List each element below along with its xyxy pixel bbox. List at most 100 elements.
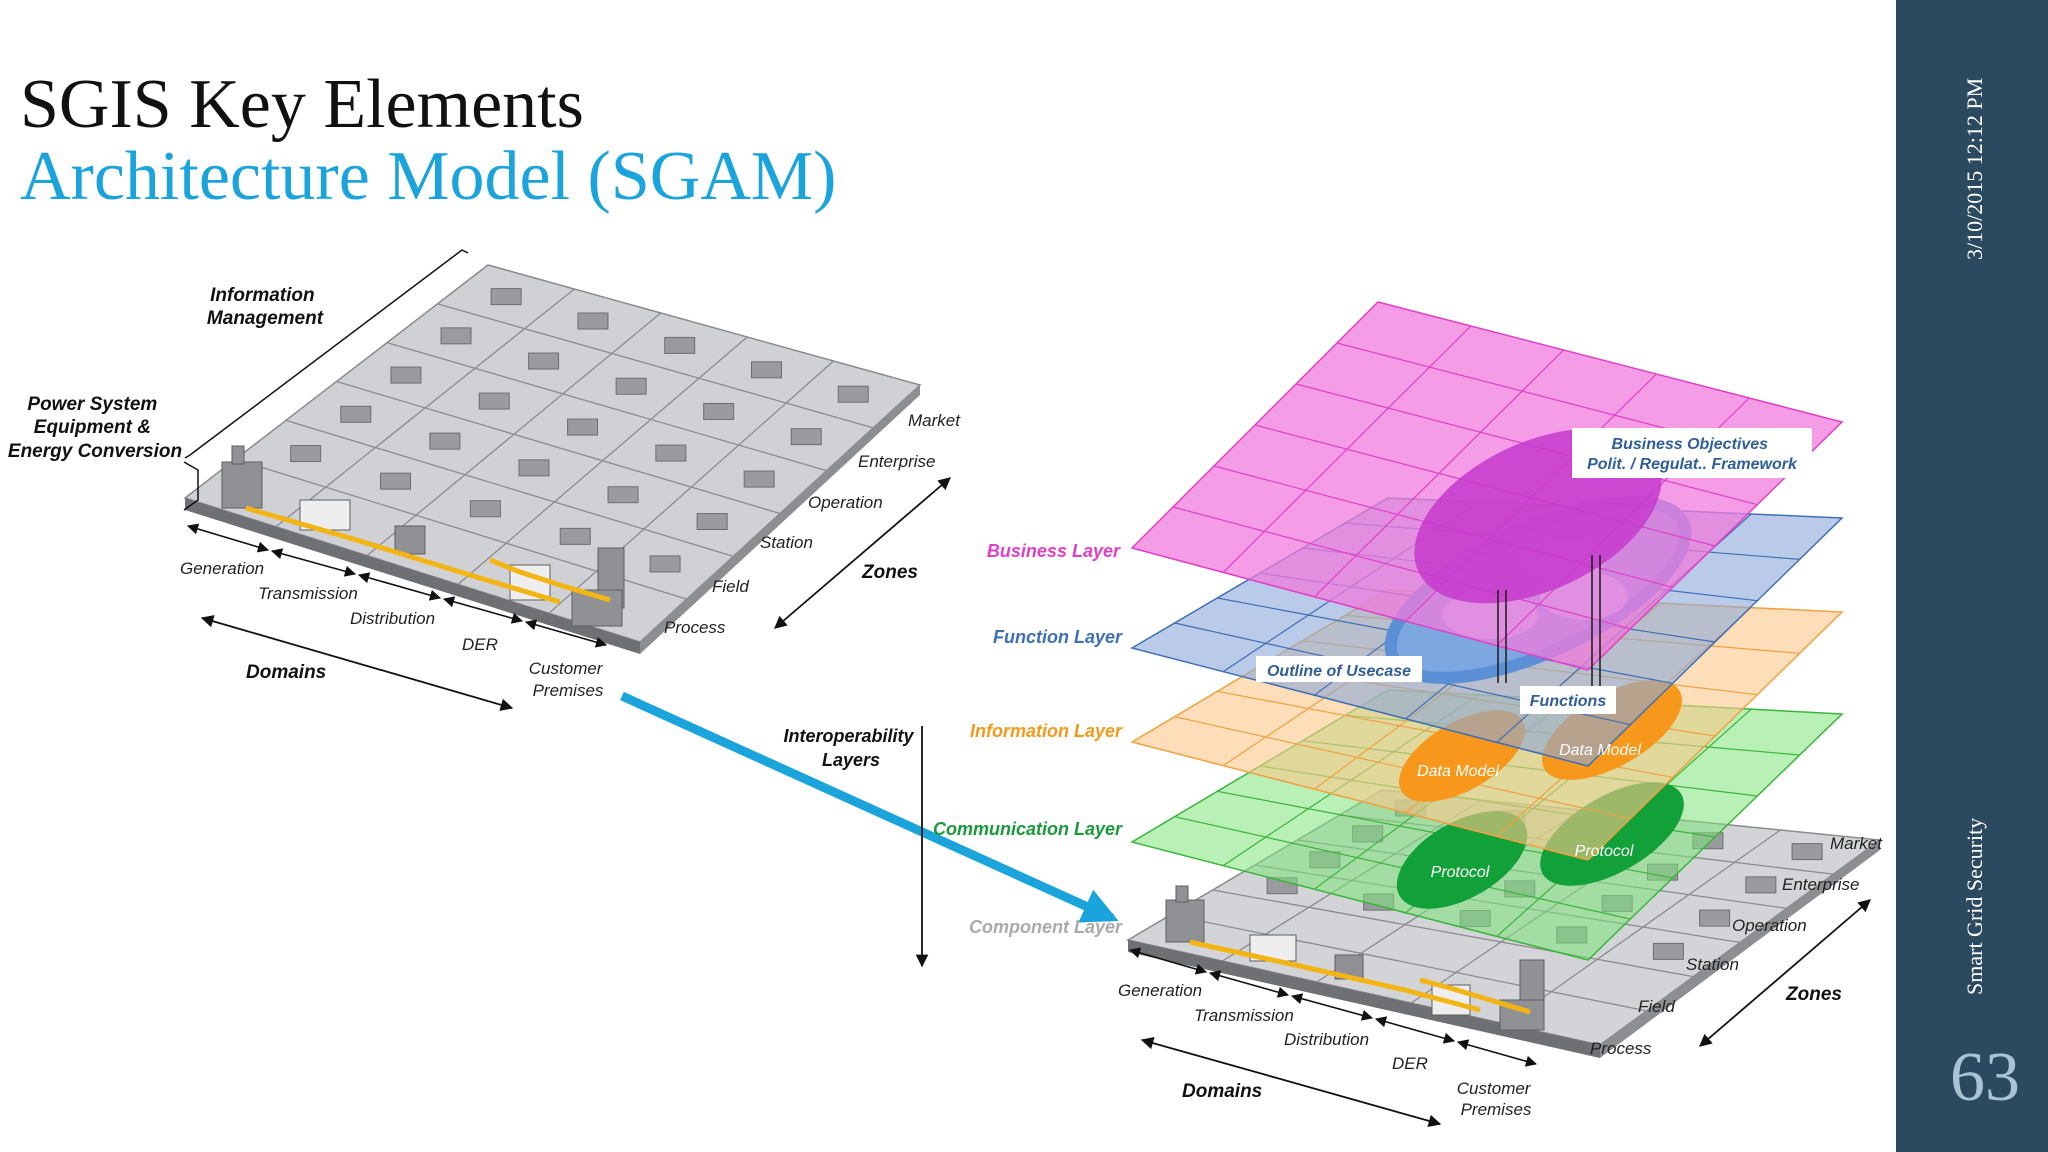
right-power-lines bbox=[1189, 939, 1531, 1015]
interoperability-layers-label: Interoperability Layers bbox=[783, 726, 918, 770]
protocol-label-1: Protocol bbox=[1431, 864, 1490, 881]
left-zone-operation: Operation bbox=[808, 493, 883, 512]
right-domain-arrow-3 bbox=[1290, 993, 1374, 1021]
power-equipment-bracket bbox=[183, 461, 199, 511]
grid-line bbox=[1170, 914, 1647, 1012]
page-number: 63 bbox=[1950, 1039, 2020, 1116]
device-block bbox=[649, 555, 681, 573]
right-domain-arrow-1 bbox=[1128, 947, 1208, 975]
left-power-lines bbox=[245, 505, 611, 605]
device-block bbox=[655, 444, 687, 462]
slide-sidebar bbox=[1896, 0, 2048, 1152]
right-domain-generation: Generation bbox=[1118, 981, 1202, 1000]
left-zone-enterprise: Enterprise bbox=[858, 452, 935, 471]
left-domain-distribution: Distribution bbox=[350, 609, 435, 628]
left-info-mgmt-label: Information Management bbox=[207, 285, 324, 329]
right-domain-customer-premises: Customer Premises bbox=[1457, 1079, 1535, 1119]
device-block bbox=[577, 312, 609, 330]
device-block bbox=[380, 472, 412, 490]
device-block bbox=[607, 486, 639, 504]
device-block bbox=[696, 513, 728, 531]
component-layer-label: Component Layer bbox=[969, 917, 1123, 937]
device-block bbox=[469, 500, 501, 518]
left-zones-arrow bbox=[774, 477, 951, 629]
right-domain-der: DER bbox=[1392, 1054, 1428, 1073]
grid-line bbox=[386, 342, 827, 472]
outline-usecase-label: Outline of Usecase bbox=[1267, 663, 1411, 680]
data-model-label-2: Data Model bbox=[1559, 742, 1641, 759]
left-device-blocks bbox=[290, 288, 869, 573]
left-power-system-label: Power System Equipment & Energy Conversi… bbox=[8, 394, 182, 462]
left-zone-station: Station bbox=[760, 533, 813, 552]
sgam-diagram: Information Management Power System Equi… bbox=[8, 249, 1883, 1127]
device-block bbox=[559, 527, 591, 545]
sidebar-date: 3/10/2015 12:12 PM bbox=[1962, 77, 1987, 260]
device-block bbox=[1699, 909, 1731, 927]
device-block bbox=[518, 459, 550, 477]
right-zones-arrow bbox=[1699, 899, 1871, 1047]
protocol-label-2: Protocol bbox=[1575, 843, 1634, 860]
grid-line bbox=[336, 380, 781, 515]
device-block bbox=[703, 402, 735, 420]
device-block bbox=[790, 428, 822, 446]
left-domain-arrow-1 bbox=[186, 523, 270, 553]
right-zone-market: Market bbox=[1830, 834, 1883, 853]
business-layer-label: Business Layer bbox=[987, 541, 1121, 561]
device-block bbox=[1745, 876, 1777, 894]
slide-subtitle: Architecture Model (SGAM) bbox=[20, 138, 837, 215]
device-block bbox=[567, 418, 599, 436]
information-management-bracket bbox=[184, 249, 469, 459]
device-block bbox=[1652, 942, 1684, 960]
device-block bbox=[478, 392, 510, 410]
grid-line bbox=[437, 303, 874, 429]
left-zone-market: Market bbox=[908, 411, 961, 430]
left-domain-arrow-5 bbox=[524, 619, 608, 648]
grid-line bbox=[285, 419, 734, 557]
transition-arrow bbox=[620, 691, 1119, 923]
device-block bbox=[429, 432, 461, 450]
device-block bbox=[615, 377, 647, 395]
device-block bbox=[1791, 843, 1823, 861]
right-zones-label: Zones bbox=[1785, 984, 1842, 1005]
data-model-label-1: Data Model bbox=[1417, 763, 1499, 780]
information-layer-label: Information Layer bbox=[970, 721, 1123, 741]
right-domain-transmission: Transmission bbox=[1194, 1006, 1294, 1025]
left-zone-process: Process bbox=[664, 618, 726, 637]
left-domain-der: DER bbox=[462, 635, 498, 654]
right-zone-enterprise: Enterprise bbox=[1782, 875, 1859, 894]
device-block bbox=[528, 352, 560, 370]
right-domains-arrow bbox=[1140, 1037, 1442, 1127]
left-domain-arrow-3 bbox=[357, 572, 442, 601]
device-block bbox=[440, 327, 472, 345]
outline-usecase-box bbox=[1256, 656, 1422, 682]
right-domain-arrow-2 bbox=[1208, 970, 1290, 998]
device-block bbox=[490, 288, 522, 306]
right-zone-process: Process bbox=[1590, 1039, 1652, 1058]
device-block bbox=[390, 366, 422, 384]
device-block bbox=[750, 361, 782, 379]
device-block bbox=[664, 336, 696, 354]
left-zones-label: Zones bbox=[861, 562, 918, 583]
device-block bbox=[837, 385, 869, 403]
right-domains-label: Domains bbox=[1182, 1081, 1262, 1102]
layer-connector-lines bbox=[1497, 555, 1601, 690]
left-domains-arrow bbox=[200, 615, 514, 711]
left-domains-label: Domains bbox=[246, 662, 326, 683]
business-objectives-box bbox=[1572, 428, 1812, 478]
right-zone-station: Station bbox=[1686, 955, 1739, 974]
grid-line bbox=[1212, 889, 1694, 978]
device-block bbox=[340, 405, 372, 423]
communication-layer-label: Communication Layer bbox=[933, 819, 1123, 839]
device-block bbox=[743, 470, 775, 488]
left-domain-arrow-2 bbox=[270, 548, 357, 577]
right-domain-distribution: Distribution bbox=[1284, 1030, 1369, 1049]
right-sgam-cube: Interoperability Layers bbox=[783, 301, 1883, 1127]
left-component-plane: Information Management Power System Equi… bbox=[8, 249, 961, 711]
grid-line bbox=[1174, 716, 1631, 820]
functions-label: Functions bbox=[1530, 693, 1607, 710]
right-zone-operation: Operation bbox=[1732, 916, 1807, 935]
slide-title: SGIS Key Elements bbox=[20, 66, 584, 143]
left-domain-transmission: Transmission bbox=[258, 584, 358, 603]
right-zone-field: Field bbox=[1638, 997, 1675, 1016]
device-block bbox=[290, 445, 322, 463]
